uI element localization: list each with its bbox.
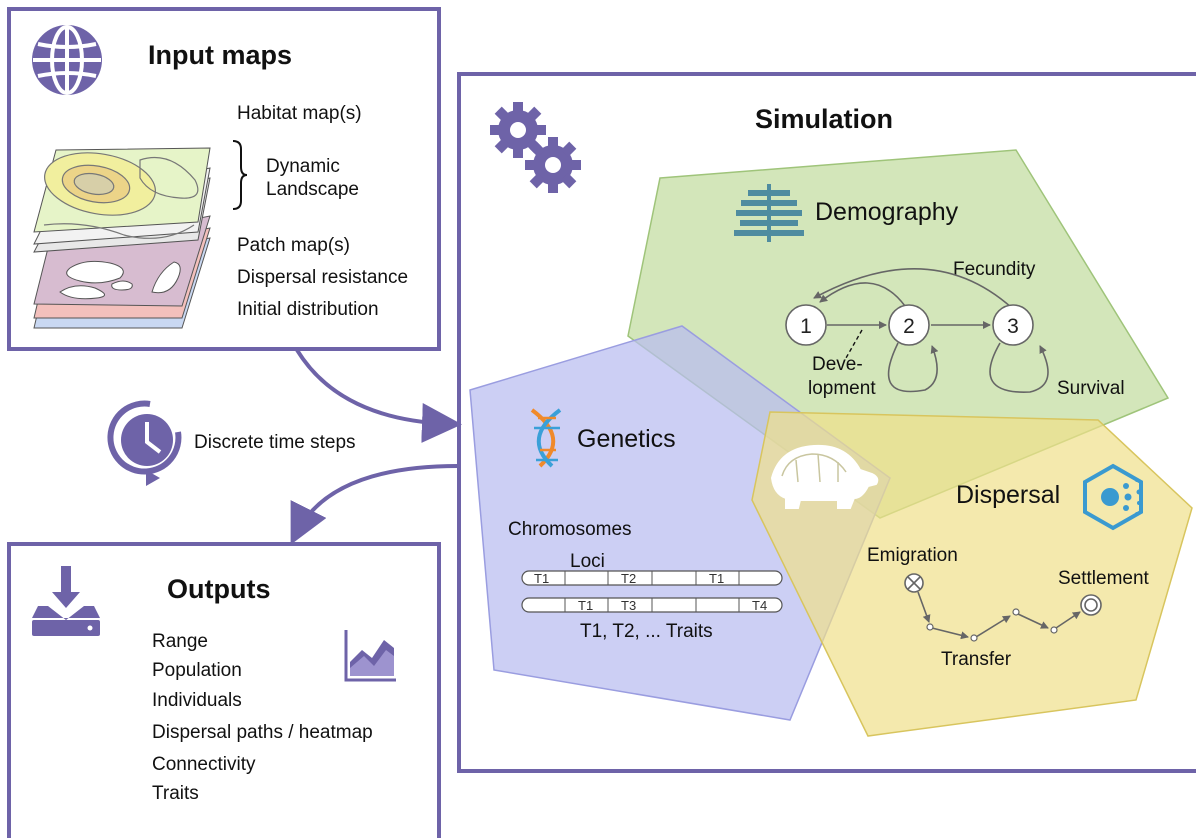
stage-label-2: 2 — [903, 315, 915, 338]
outputs-frame — [7, 542, 441, 838]
traits-note: T1, T2, ... Traits — [580, 621, 713, 642]
initial-distribution-label: Initial distribution — [237, 299, 379, 320]
output-item: Connectivity — [152, 754, 256, 775]
settlement-node — [1080, 594, 1102, 616]
genetics-title: Genetics — [577, 425, 676, 453]
simulation-title: Simulation — [755, 104, 893, 134]
settlement-label: Settlement — [1058, 568, 1150, 589]
stage-node-3 — [992, 304, 1034, 346]
emigration-node — [904, 573, 924, 593]
chromosomes-label: Chromosomes — [508, 519, 632, 540]
development-pointer — [845, 329, 863, 359]
input-maps-title: Input maps — [148, 40, 292, 70]
gears-icon — [490, 102, 581, 193]
chromosome-2 — [521, 597, 783, 613]
dispersal-path — [917, 591, 1081, 642]
demography-title: Demography — [815, 198, 959, 226]
output-item: Dispersal paths / heatmap — [152, 722, 373, 743]
habitat-map-label: Habitat map(s) — [237, 103, 362, 124]
development-label-line2: lopment — [808, 378, 876, 399]
input-maps-panel: Input maps Habitat map(s) Dynamic Landsc… — [7, 7, 441, 351]
stage-node-1 — [785, 304, 827, 346]
turtle-icon — [770, 444, 879, 509]
simulation-frame — [457, 72, 1196, 773]
area-chart-icon — [344, 630, 396, 682]
survival-label: Survival — [1057, 378, 1125, 399]
survival-loop-stage2 — [887, 342, 939, 393]
stage-label-1: 1 — [800, 315, 812, 338]
patch-map-label: Patch map(s) — [237, 235, 350, 256]
chrom2-locus-label: T4 — [752, 598, 767, 613]
emigration-label: Emigration — [867, 545, 958, 566]
stage-node-2 — [888, 304, 930, 346]
globe-icon — [32, 25, 102, 95]
dispersal-title: Dispersal — [956, 481, 1060, 509]
chromosome-1 — [521, 570, 783, 586]
chrom2-locus-label: T1 — [578, 598, 593, 613]
dispersal-resistance-label: Dispersal resistance — [237, 267, 408, 288]
transfer-label: Transfer — [941, 649, 1012, 670]
chrom1-locus-label: T2 — [621, 571, 636, 586]
survival-loop-stage3 — [989, 342, 1049, 393]
chrom2-locus-label: T3 — [621, 598, 636, 613]
outputs-title: Outputs — [167, 574, 270, 604]
dynamic-label-line1: Dynamic — [266, 156, 340, 177]
chrom1-locus-label: T1 — [709, 571, 724, 586]
simulation-to-outputs-arrow — [290, 464, 459, 545]
fecundity-arrow-stage2 — [819, 282, 906, 307]
dna-icon — [530, 408, 562, 468]
population-pyramid-icon — [734, 184, 804, 242]
input-to-simulation-arrow — [295, 348, 462, 443]
output-item: Traits — [152, 783, 199, 804]
output-item: Individuals — [152, 690, 242, 711]
output-item: Range — [152, 631, 208, 652]
dynamic-landscape-brace — [232, 140, 248, 210]
outputs-panel: Outputs Range Population Individuals Dis… — [7, 542, 441, 838]
stage-label-3: 3 — [1007, 315, 1019, 338]
download-drive-icon — [32, 566, 100, 636]
loci-label: Loci — [570, 551, 605, 572]
fecundity-arrow-stage3 — [813, 268, 1013, 309]
simulation-panel: Simulation Demography Fecundity — [457, 72, 1196, 773]
map-layers-illustration — [33, 147, 211, 329]
time-steps-label: Discrete time steps — [194, 432, 356, 453]
chrom1-locus-label: T1 — [534, 571, 549, 586]
dispersal-hexagon-icon — [1083, 463, 1143, 531]
fecundity-label: Fecundity — [953, 259, 1036, 280]
clock-icon — [107, 400, 182, 486]
output-item: Population — [152, 660, 242, 681]
dynamic-label-line2: Landscape — [266, 179, 359, 200]
development-label-line1: Deve- — [812, 354, 863, 375]
